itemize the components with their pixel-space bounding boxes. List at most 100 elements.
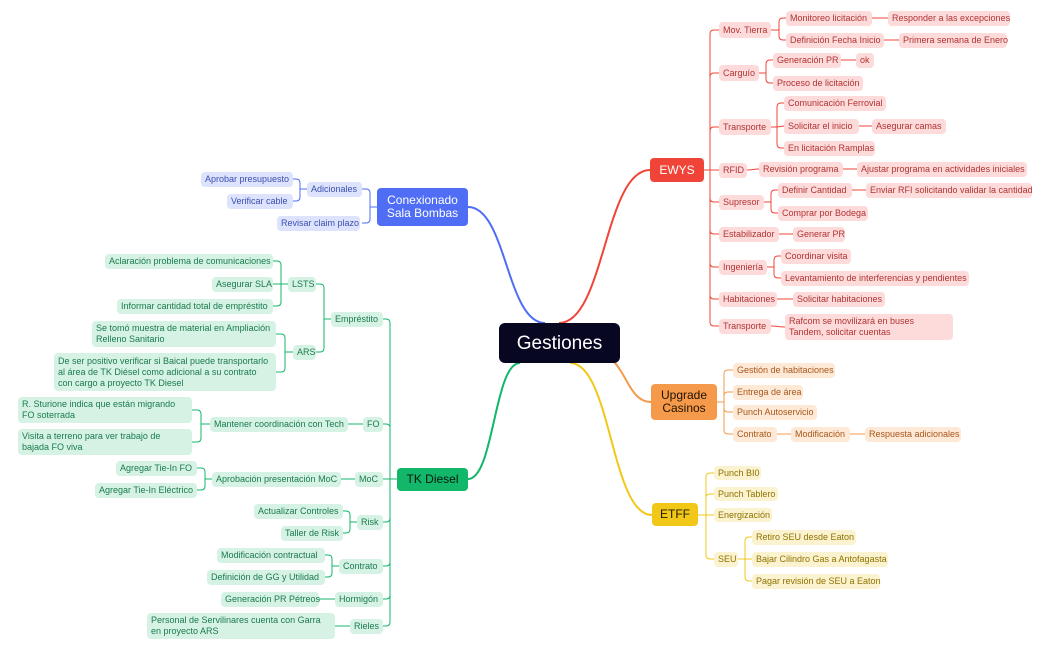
- transporte-bracket: [771, 102, 785, 149]
- bajar-cilindro-node[interactable]: Bajar Cilindro Gas a Antofagasta: [752, 552, 888, 567]
- ars-node[interactable]: ARS: [293, 345, 316, 360]
- supresor-bracket: [764, 189, 778, 214]
- ewys-node[interactable]: EWYS: [650, 158, 704, 182]
- ingenieria-bracket: [767, 255, 781, 279]
- hormigon-node[interactable]: Hormigón: [335, 592, 383, 607]
- baical-node[interactable]: De ser positivo verificar si Baical pued…: [54, 353, 276, 391]
- fo-node[interactable]: FO: [363, 417, 383, 432]
- aprobar-presupuesto-node[interactable]: Aprobar presupuesto: [201, 172, 293, 187]
- transporte2-node[interactable]: Transporte: [719, 319, 771, 334]
- transporte-node[interactable]: Transporte: [719, 119, 771, 135]
- tk-diesel-node[interactable]: TK Diesel: [397, 468, 468, 491]
- mantener-coordinacion-node[interactable]: Mantener coordinación con Tech: [210, 417, 348, 432]
- supresor-node[interactable]: Supresor: [719, 195, 764, 210]
- transporte2-link: [770, 325, 786, 328]
- sturione-node[interactable]: R. Sturione indica que están migrando FO…: [18, 397, 192, 423]
- seu-node[interactable]: SEU: [714, 552, 738, 567]
- entrega-area-node[interactable]: Entrega de área: [733, 385, 803, 400]
- rfid-node[interactable]: RFID: [719, 163, 747, 178]
- emprestito-node[interactable]: Empréstito: [331, 312, 383, 327]
- mantener-bracket: [192, 409, 210, 443]
- ingenieria-node[interactable]: Ingeniería: [719, 260, 767, 275]
- definicion-gg-node[interactable]: Definición de GG y Utilidad: [207, 570, 325, 585]
- ewys-bracket: [704, 29, 719, 327]
- actualizar-controles-node[interactable]: Actualizar Controles: [254, 504, 343, 519]
- modificacion-node[interactable]: Modificación: [791, 427, 850, 442]
- risk-node[interactable]: Risk: [357, 515, 383, 530]
- asegurar-camas-node[interactable]: Asegurar camas: [872, 119, 946, 134]
- contrato-tk-bracket: [325, 554, 339, 578]
- risk-bracket: [343, 510, 357, 534]
- energizacion-node[interactable]: Energización: [714, 508, 772, 522]
- estabilizador-node[interactable]: Estabilizador: [719, 227, 779, 242]
- definir-cantidad-node[interactable]: Definir Cantidad: [778, 183, 852, 198]
- en-licitacion-node[interactable]: En licitación Ramplas: [784, 141, 875, 156]
- rafcom-node[interactable]: Rafcom se movilizará en buses Tandem, so…: [785, 314, 953, 340]
- generacion-petreos-node[interactable]: Generación PR Pétreos: [221, 592, 320, 607]
- tk-bracket: [383, 318, 397, 627]
- monitoreo-node[interactable]: Monitoreo licitación: [786, 11, 872, 26]
- conex-bracket: [362, 188, 377, 224]
- seu-bracket: [738, 536, 752, 582]
- gestion-habitaciones-node[interactable]: Gestión de habitaciones: [733, 363, 835, 378]
- upgrade-casinos-node[interactable]: Upgrade Casinos: [651, 384, 717, 420]
- verificar-cable-node[interactable]: Verificar cable: [227, 194, 293, 209]
- mov-tierra-node[interactable]: Mov. Tierra: [719, 22, 771, 38]
- contrato-tk-node[interactable]: Contrato: [339, 559, 383, 574]
- tk-connector: [467, 362, 521, 480]
- primera-semana-node[interactable]: Primera semana de Enero: [899, 33, 1008, 48]
- asegurar-sla-node[interactable]: Asegurar SLA: [212, 277, 273, 292]
- comprar-bodega-node[interactable]: Comprar por Bodega: [778, 206, 868, 221]
- generacion-pr-node[interactable]: Generación PR: [773, 53, 841, 68]
- conex-connector: [467, 206, 546, 324]
- aclaracion-node[interactable]: Aclaración problema de comunicaciones: [105, 254, 273, 269]
- moc-node[interactable]: MoC: [355, 472, 383, 487]
- definicion-fecha-node[interactable]: Definición Fecha Inicio: [786, 33, 884, 48]
- punch-tablero-node[interactable]: Punch Tablero: [714, 487, 778, 501]
- tie-in-fo-node[interactable]: Agregar Tie-In FO: [116, 461, 197, 476]
- solicitar-habitaciones-node[interactable]: Solicitar habitaciones: [793, 292, 885, 307]
- adicionales-bracket: [293, 178, 307, 202]
- adicionales-node[interactable]: Adicionales: [307, 182, 362, 197]
- pagar-revision-node[interactable]: Pagar revisión de SEU a Eaton: [752, 574, 881, 589]
- coordinar-visita-node[interactable]: Coordinar visita: [781, 249, 851, 264]
- etff-node[interactable]: ETFF: [652, 503, 698, 526]
- rfid-link: [746, 168, 760, 171]
- aprobacion-moc-node[interactable]: Aprobación presentación MoC: [212, 472, 341, 487]
- mov-tierra-bracket: [771, 17, 786, 41]
- visita-terreno-node[interactable]: Visita a terreno para ver trabajo de baj…: [18, 429, 192, 455]
- revisar-claim-node[interactable]: Revisar claim plazo: [277, 216, 360, 231]
- taller-risk-node[interactable]: Taller de Risk: [281, 526, 343, 541]
- conexionado-node[interactable]: Conexionado Sala Bombas: [377, 188, 468, 226]
- ok-node[interactable]: ok: [856, 53, 874, 68]
- responder-node[interactable]: Responder a las excepciones: [888, 11, 1010, 26]
- habitaciones-node[interactable]: Habitaciones: [719, 292, 777, 307]
- informar-cantidad-node[interactable]: Informar cantidad total de empréstito: [117, 299, 273, 314]
- revision-programa-node[interactable]: Revisión programa: [759, 162, 843, 177]
- root-node[interactable]: Gestiones: [499, 323, 620, 363]
- punch-bio-node[interactable]: Punch BI0: [714, 466, 761, 480]
- upgrade-bracket: [717, 369, 733, 435]
- generar-pr-node[interactable]: Generar PR: [793, 227, 845, 242]
- contrato-upgrade-node[interactable]: Contrato: [733, 427, 777, 442]
- etff-connector: [569, 362, 653, 516]
- enviar-rfi-node[interactable]: Enviar RFI solicitando validar la cantid…: [866, 183, 1033, 198]
- rieles-node[interactable]: Rieles: [350, 619, 383, 634]
- solicitar-inicio-node[interactable]: Solicitar el inicio: [784, 119, 859, 134]
- carguio-node[interactable]: Carguío: [719, 65, 759, 81]
- personal-servilinares-node[interactable]: Personal de Servilinares cuenta con Garr…: [147, 613, 335, 639]
- muestra-material-node[interactable]: Se tomó muestra de material en Ampliació…: [92, 321, 276, 347]
- tie-in-electrico-node[interactable]: Agregar Tie-In Eléctrico: [95, 483, 197, 498]
- aprobacion-bracket: [197, 467, 212, 491]
- proceso-licitacion-node[interactable]: Proceso de licitación: [773, 76, 863, 91]
- lsts-node[interactable]: LSTS: [288, 277, 316, 292]
- modificacion-contractual-node[interactable]: Modificación contractual: [217, 548, 325, 563]
- levantamiento-node[interactable]: Levantamiento de interferencias y pendie…: [781, 271, 969, 286]
- carguio-bracket: [759, 59, 773, 84]
- comunicacion-ferrovial-node[interactable]: Comunicación Ferrovial: [784, 96, 886, 111]
- punch-autoservicio-node[interactable]: Punch Autoservicio: [733, 405, 817, 420]
- respuesta-adicionales-node[interactable]: Respuesta adicionales: [865, 427, 961, 442]
- ajustar-programa-node[interactable]: Ajustar programa en actividades iniciale…: [857, 162, 1027, 177]
- retiro-seu-node[interactable]: Retiro SEU desde Eaton: [752, 530, 856, 545]
